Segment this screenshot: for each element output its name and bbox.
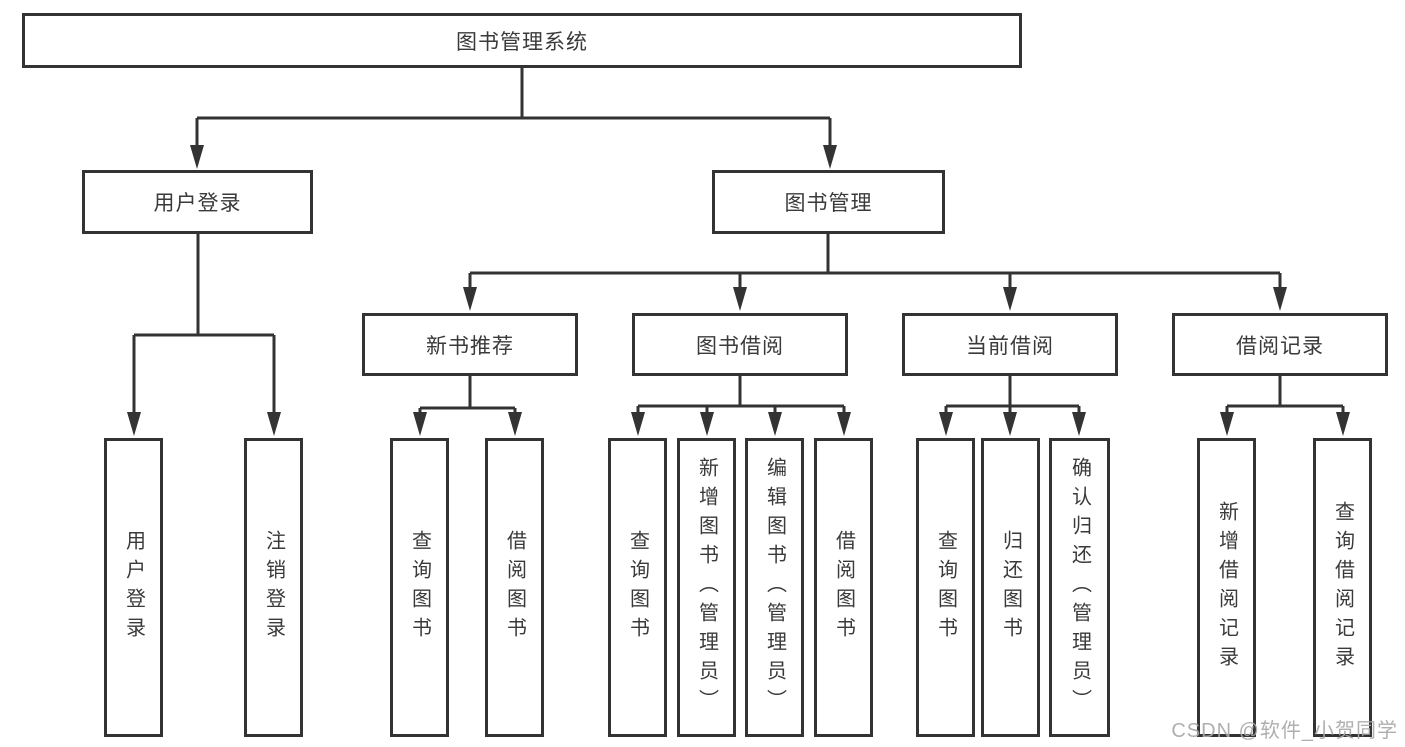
arrowhead — [1273, 287, 1287, 311]
connector-book-management — [468, 234, 1282, 289]
node-label: 新书推荐 — [426, 334, 514, 358]
leaf-borrow-books-2: 借阅图书 — [814, 438, 873, 737]
arrowhead — [733, 287, 747, 311]
leaf-label: 确认归还（管理员） — [1068, 457, 1091, 718]
arrowhead — [1003, 287, 1017, 311]
arrowhead — [127, 412, 141, 436]
leaf-label: 借阅图书 — [832, 529, 855, 646]
leaf-user-login: 用户登录 — [104, 438, 163, 737]
leaf-label: 查询图书 — [626, 529, 649, 646]
connector-user-login — [132, 234, 276, 414]
node-label: 图书管理系统 — [456, 30, 588, 54]
arrowhead — [413, 412, 427, 436]
connector-current-borrow — [944, 376, 1081, 414]
connector-borrow-record — [1225, 376, 1345, 414]
leaf-label: 查询图书 — [934, 529, 957, 646]
arrowhead — [267, 412, 281, 436]
leaf-label: 新增图书（管理员） — [695, 457, 718, 718]
leaf-confirm-return-admin: 确认归还（管理员） — [1049, 438, 1110, 737]
leaf-label: 新增借阅记录 — [1215, 500, 1238, 675]
leaf-label: 查询图书 — [408, 529, 431, 646]
leaf-query-books-1: 查询图书 — [390, 438, 449, 737]
arrowhead — [700, 412, 714, 436]
arrowhead — [837, 412, 851, 436]
connector-root-to-level2 — [195, 68, 832, 147]
node-label: 图书借阅 — [696, 334, 784, 358]
node-borrow-record: 借阅记录 — [1172, 313, 1388, 376]
node-book-management: 图书管理 — [712, 170, 945, 234]
csdn-watermark: CSDN @软件_小贺同学 — [1171, 720, 1398, 742]
leaf-query-books-2: 查询图书 — [608, 438, 667, 737]
arrowhead — [1336, 412, 1350, 436]
node-user-login: 用户登录 — [82, 170, 313, 234]
leaf-add-borrow-record: 新增借阅记录 — [1197, 438, 1256, 737]
node-root-system: 图书管理系统 — [22, 13, 1022, 68]
node-current-borrow: 当前借阅 — [902, 313, 1118, 376]
leaf-label: 用户登录 — [122, 529, 145, 646]
leaf-edit-books-admin: 编辑图书（管理员） — [745, 438, 804, 737]
arrowhead — [1220, 412, 1234, 436]
leaf-label: 编辑图书（管理员） — [763, 457, 786, 718]
leaf-query-borrow-record: 查询借阅记录 — [1313, 438, 1372, 737]
leaf-query-books-3: 查询图书 — [916, 438, 975, 737]
leaf-label: 查询借阅记录 — [1331, 500, 1354, 675]
connector-new-book — [418, 376, 517, 414]
leaf-borrow-books-1: 借阅图书 — [485, 438, 544, 737]
node-label: 借阅记录 — [1236, 334, 1324, 358]
arrowhead — [939, 412, 953, 436]
leaf-return-books: 归还图书 — [981, 438, 1040, 737]
arrowhead — [508, 412, 522, 436]
leaf-label: 注销登录 — [262, 529, 285, 646]
connector-book-borrow — [636, 376, 846, 414]
node-new-book-recommend: 新书推荐 — [362, 313, 578, 376]
arrowhead — [768, 412, 782, 436]
leaf-label: 借阅图书 — [503, 529, 526, 646]
arrowhead — [1003, 412, 1017, 436]
leaf-add-books-admin: 新增图书（管理员） — [677, 438, 736, 737]
arrowhead — [1072, 412, 1086, 436]
node-label: 图书管理 — [784, 192, 873, 215]
arrowhead — [463, 287, 477, 311]
leaf-logout: 注销登录 — [244, 438, 303, 737]
arrowhead — [190, 145, 204, 169]
arrowhead — [823, 145, 837, 169]
leaf-label: 归还图书 — [999, 529, 1022, 646]
node-label: 当前借阅 — [966, 334, 1054, 358]
node-book-borrow: 图书借阅 — [632, 313, 848, 376]
arrowhead — [631, 412, 645, 436]
node-label: 用户登录 — [153, 192, 242, 215]
